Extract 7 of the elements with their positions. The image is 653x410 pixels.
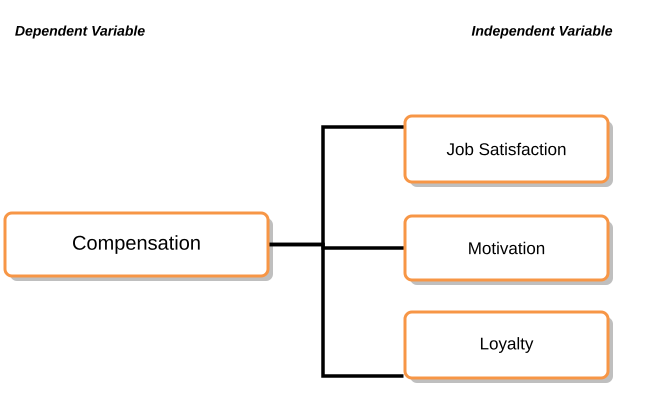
process-box: Motivation <box>404 214 613 285</box>
axis-heading: Independent Variable <box>472 25 612 39</box>
process-box: Job Satisfaction <box>404 114 613 187</box>
process-box: Compensation <box>4 212 273 281</box>
connector-line <box>270 242 404 378</box>
axis-heading: Dependent Variable <box>15 25 145 39</box>
process-box: Loyalty <box>404 310 613 383</box>
